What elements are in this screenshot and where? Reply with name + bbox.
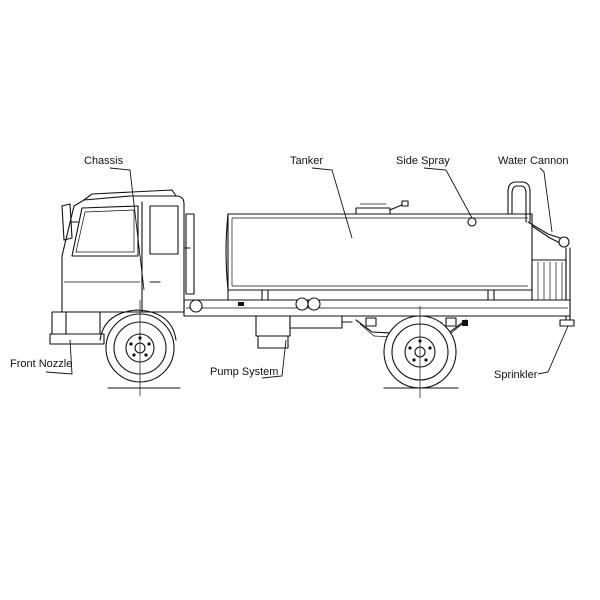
leader-tanker: [311, 167, 353, 239]
label-front-nozzle: Front Nozzle: [10, 358, 72, 370]
leader-pump-system: [261, 339, 287, 379]
label-water-cannon: Water Cannon: [498, 155, 569, 167]
front-wheel: [105, 300, 175, 396]
labels: Chassis Tanker Side Spray Water Cannon F…: [10, 155, 569, 381]
rear-wheel: [383, 306, 457, 398]
leader-water-cannon: [539, 167, 553, 233]
leader-front-nozzle: [45, 339, 73, 375]
chassis-frame: [183, 297, 571, 349]
leader-lines: [45, 167, 569, 379]
label-tanker: Tanker: [290, 155, 323, 167]
water-cannon-assembly: [467, 181, 570, 248]
label-pump-system: Pump System: [210, 366, 278, 378]
leader-sprinkler: [537, 325, 569, 375]
label-sprinkler: Sprinkler: [494, 369, 538, 381]
leader-side-spray: [423, 167, 473, 219]
label-side-spray: Side Spray: [396, 155, 450, 167]
tanker-body: [225, 200, 533, 303]
label-chassis: Chassis: [84, 155, 124, 167]
leader-chassis: [109, 167, 145, 291]
cab: [49, 189, 203, 345]
